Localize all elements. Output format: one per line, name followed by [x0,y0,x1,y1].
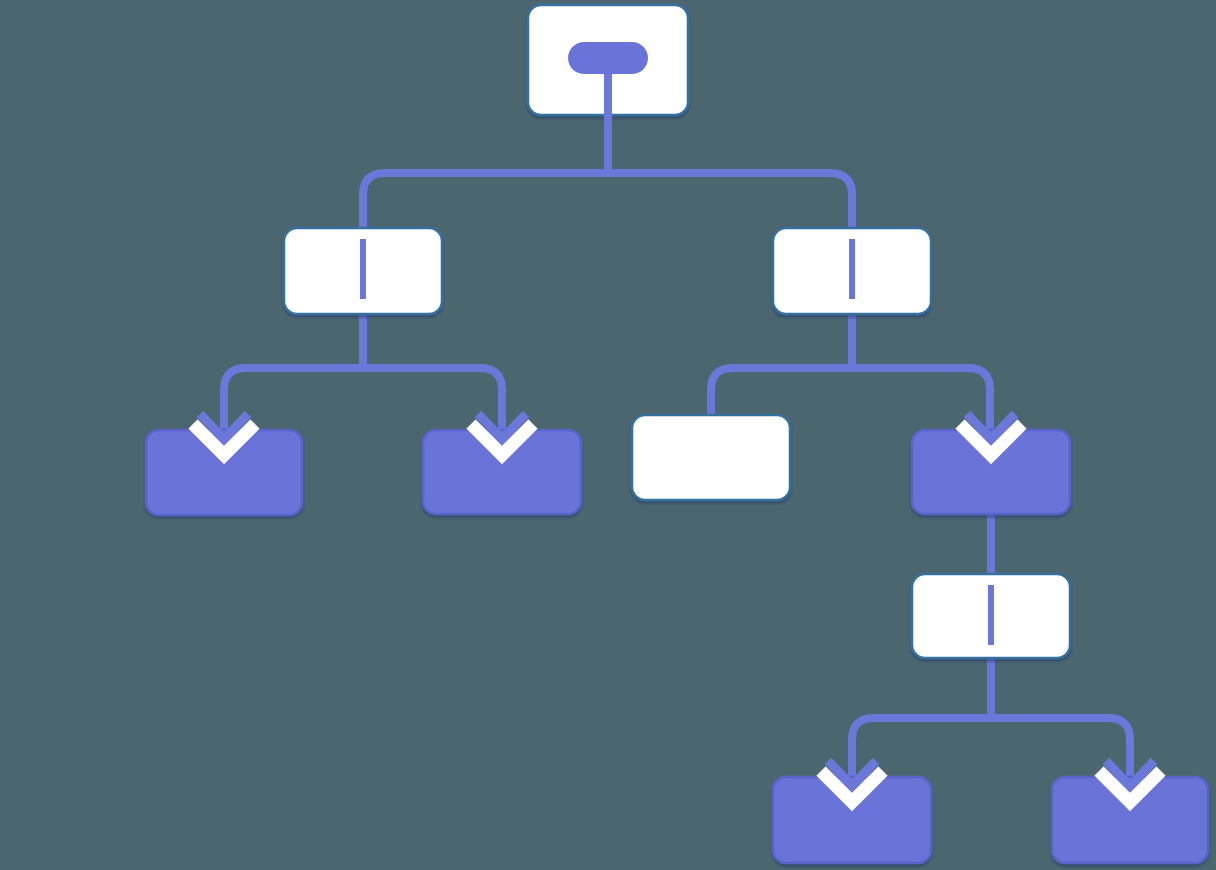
node-glyphs [188,42,1166,812]
node-leaf-bottom-2[interactable] [1050,775,1210,865]
node-leaf-left-1[interactable] [144,428,304,517]
node-purple-child[interactable] [910,428,1072,516]
pill-icon [568,42,648,74]
connector-right-subtree [707,308,994,433]
double-chevron-down-icon [466,410,538,465]
double-chevron-down-icon [1094,757,1166,812]
double-chevron-down-icon [955,410,1027,465]
connector-left-subtree [220,308,506,433]
node-leaf-left-2[interactable] [421,428,583,516]
double-chevron-down-icon [188,410,260,465]
connector-bottom-subtree [848,656,1134,780]
node-white-child[interactable] [630,413,792,502]
node-leaf-bottom-1[interactable] [771,775,933,865]
double-chevron-down-icon [816,757,888,812]
